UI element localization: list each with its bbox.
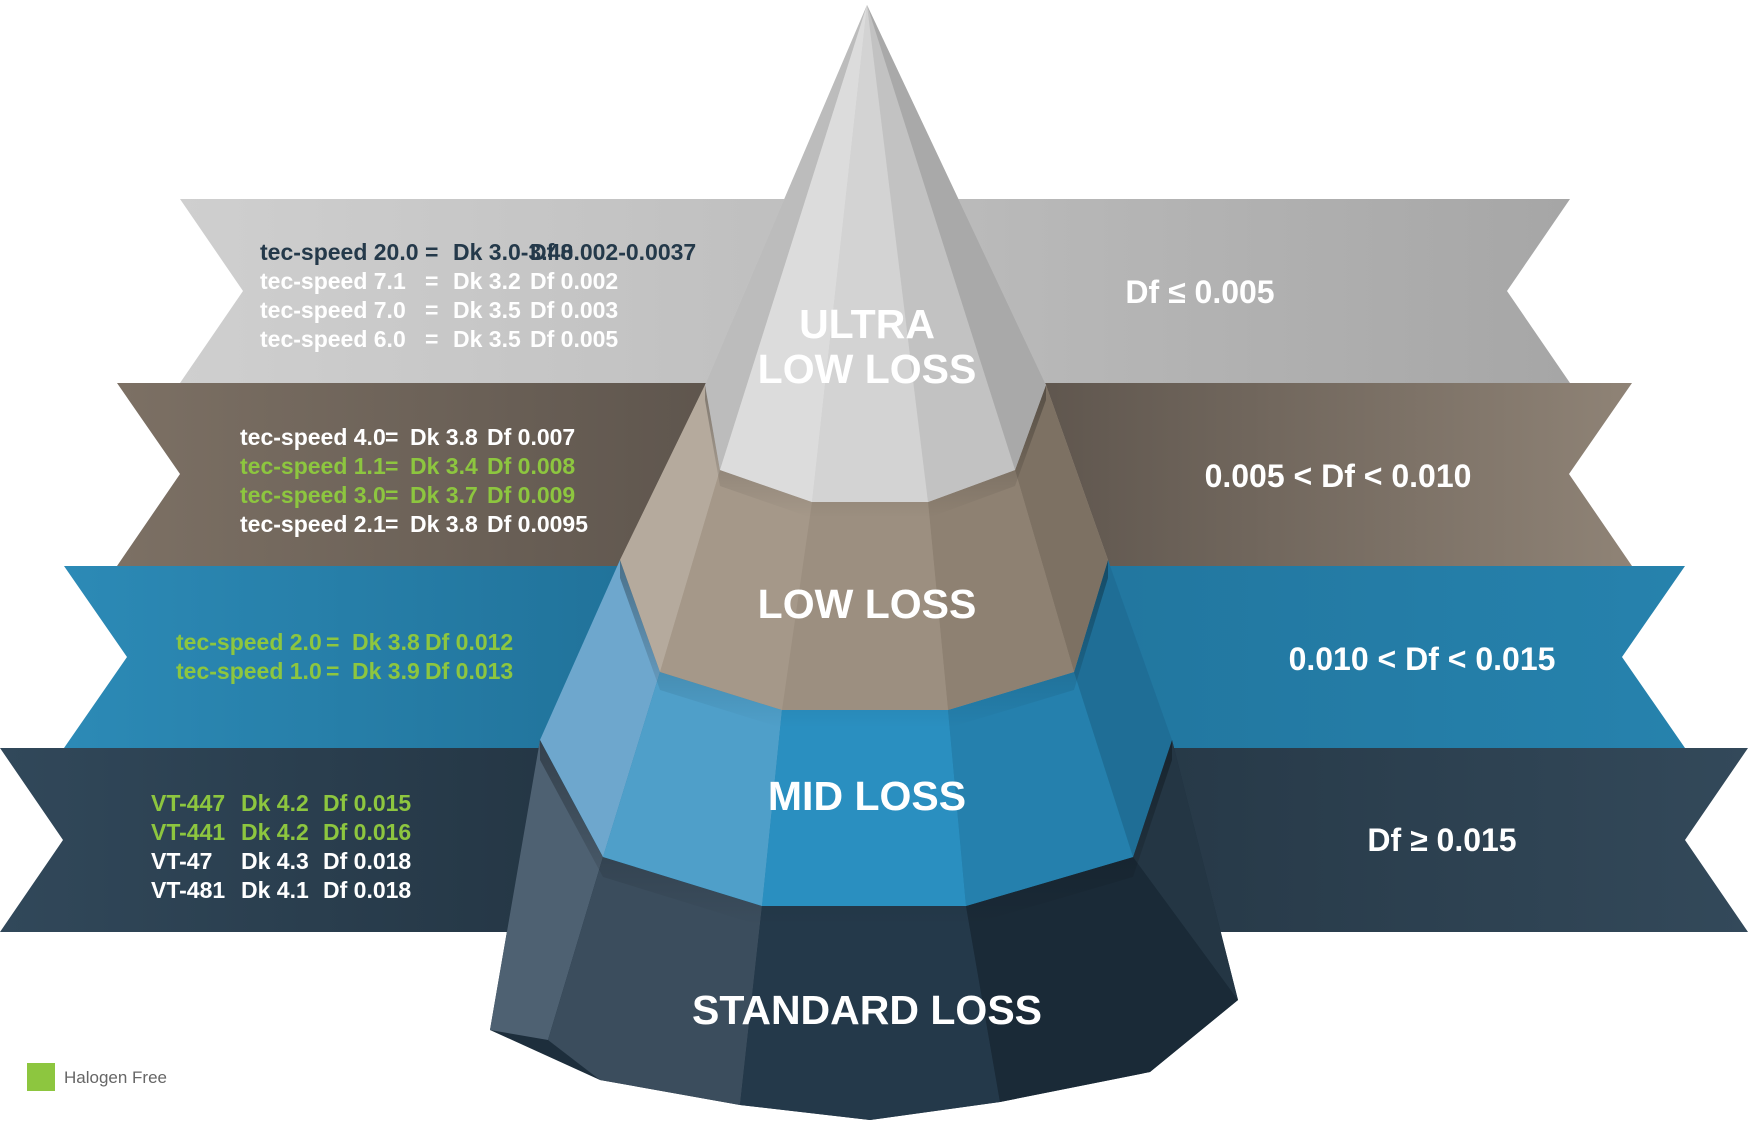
product-dk: Dk 3.8 (352, 629, 420, 655)
product-df: Df 0.002 (530, 268, 618, 294)
product-name: tec-speed 7.0 (260, 297, 406, 323)
tier-label-standard: STANDARD LOSS (692, 987, 1042, 1033)
product-dk: Dk 3.8 (410, 511, 478, 537)
product-df: Df 0.008 (487, 453, 575, 479)
product-dk: Dk 3.2 (453, 268, 521, 294)
df-range-low: 0.005 < Df < 0.010 (1205, 458, 1472, 494)
tier-label-ultra-line1: ULTRA (799, 301, 935, 347)
product-equals: = (425, 326, 438, 352)
product-dk: Dk 3.9 (352, 658, 420, 684)
product-df: Df 0.009 (487, 482, 575, 508)
product-dk: Dk 3.7 (410, 482, 478, 508)
product-df: Df 0.016 (323, 819, 411, 845)
product-equals: = (385, 424, 398, 450)
product-df: Df 0.007 (487, 424, 575, 450)
tier-label-mid: MID LOSS (768, 773, 966, 819)
product-name: tec-speed 3.0 (240, 482, 386, 508)
product-df: Df 0.0095 (487, 511, 588, 537)
product-equals: = (326, 658, 339, 684)
df-range-standard: Df ≥ 0.015 (1367, 822, 1516, 858)
product-df: Df 0.013 (425, 658, 513, 684)
df-range-mid: 0.010 < Df < 0.015 (1289, 641, 1556, 677)
product-name: tec-speed 2.1 (240, 511, 386, 537)
product-dk: Dk 4.2 (241, 790, 309, 816)
product-dk: Dk 4.2 (241, 819, 309, 845)
product-dk: Dk 3.5 (453, 326, 521, 352)
product-name: tec-speed 6.0 (260, 326, 406, 352)
product-equals: = (425, 268, 438, 294)
product-dk: Dk 3.8 (410, 424, 478, 450)
product-name: tec-speed 20.0 (260, 239, 419, 265)
product-dk: Dk 4.1 (241, 877, 309, 903)
halogen-free-legend-label: Halogen Free (64, 1068, 167, 1087)
product-name: VT-47 (151, 848, 212, 874)
product-df: Df 0.012 (425, 629, 513, 655)
product-name: tec-speed 1.1 (240, 453, 386, 479)
product-name: VT-441 (151, 819, 225, 845)
product-name: tec-speed 2.0 (176, 629, 322, 655)
pyramid-standard-segment (490, 740, 1238, 1120)
product-name: VT-447 (151, 790, 225, 816)
product-dk: Dk 3.0-3.48 (453, 239, 573, 265)
product-equals: = (425, 297, 438, 323)
product-name: VT-481 (151, 877, 225, 903)
product-equals: = (385, 511, 398, 537)
product-name: tec-speed 4.0 (240, 424, 386, 450)
product-equals: = (385, 482, 398, 508)
product-df: Df 0.003 (530, 297, 618, 323)
product-name: tec-speed 7.1 (260, 268, 406, 294)
product-equals: = (326, 629, 339, 655)
df-range-ultra: Df ≤ 0.005 (1125, 274, 1274, 310)
halogen-free-legend-swatch (27, 1063, 55, 1091)
product-df: Df 0.018 (323, 877, 411, 903)
pyramid-ultra-segment (705, 5, 1046, 518)
product-df: Df 0.018 (323, 848, 411, 874)
tier-label-ultra-line2: LOW LOSS (758, 346, 977, 392)
product-df: Df 0.002-0.0037 (530, 239, 696, 265)
product-equals: = (425, 239, 438, 265)
product-name: tec-speed 1.0 (176, 658, 322, 684)
product-dk: Dk 4.3 (241, 848, 309, 874)
product-equals: = (385, 453, 398, 479)
product-dk: Dk 3.5 (453, 297, 521, 323)
product-df: Df 0.015 (323, 790, 411, 816)
product-dk: Dk 3.4 (410, 453, 478, 479)
product-df: Df 0.005 (530, 326, 618, 352)
tier-label-low: LOW LOSS (758, 581, 977, 627)
